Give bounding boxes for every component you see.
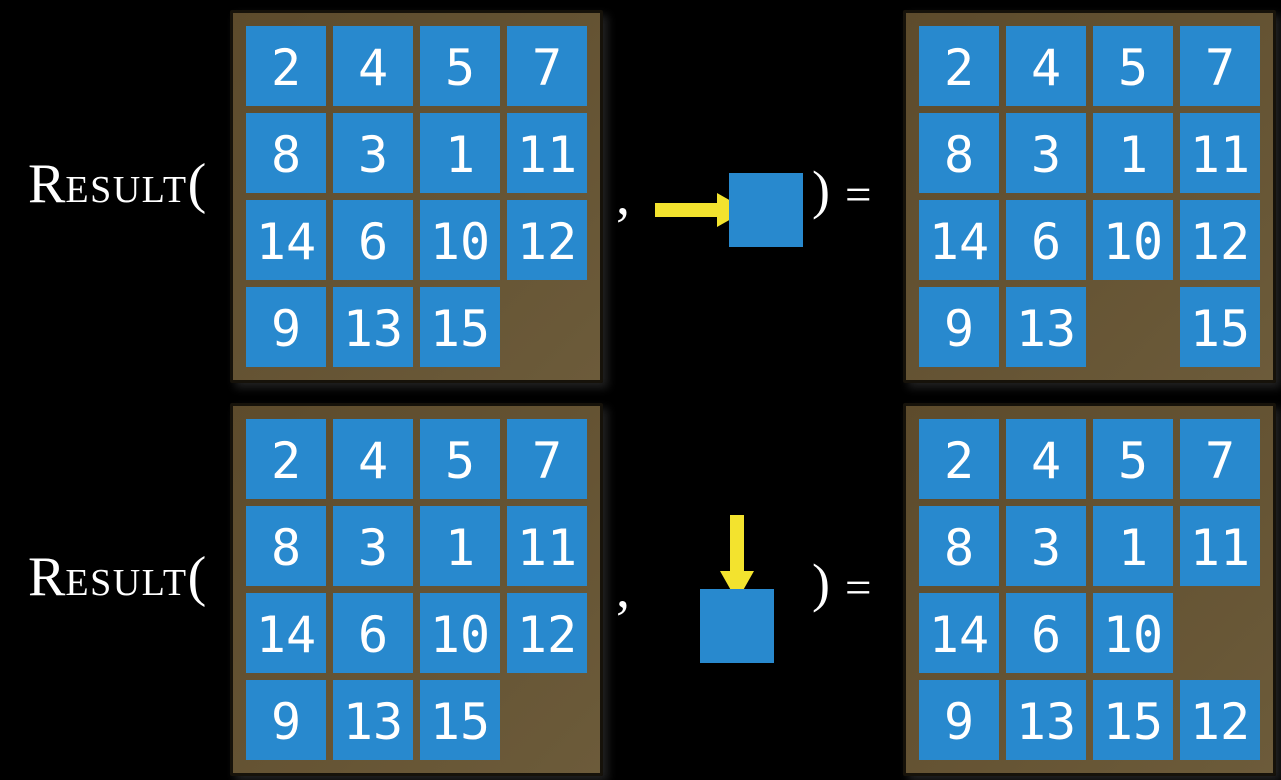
empty-cell xyxy=(507,287,587,367)
empty-cell xyxy=(507,680,587,760)
tile-14: 14 xyxy=(246,200,326,280)
action-move-down xyxy=(700,515,774,663)
result-function-label: RESULT( xyxy=(28,156,206,212)
tile-5: 5 xyxy=(1093,419,1173,499)
tile-1: 1 xyxy=(420,113,500,193)
tile-11: 11 xyxy=(1180,113,1260,193)
tile-11: 11 xyxy=(1180,506,1260,586)
tile-10: 10 xyxy=(420,593,500,673)
tile-13: 13 xyxy=(333,287,413,367)
comma-separator: , xyxy=(616,558,630,620)
tile-10: 10 xyxy=(1093,593,1173,673)
tile-13: 13 xyxy=(333,680,413,760)
tile-6: 6 xyxy=(1006,200,1086,280)
arrow-right-icon xyxy=(655,193,747,227)
tile-12: 12 xyxy=(1180,680,1260,760)
tile-1: 1 xyxy=(420,506,500,586)
arrow-down-icon xyxy=(720,515,754,601)
tile-7: 7 xyxy=(1180,419,1260,499)
tile-12: 12 xyxy=(507,200,587,280)
tile-15: 15 xyxy=(1180,287,1260,367)
tile-12: 12 xyxy=(1180,200,1260,280)
equals-sign: = xyxy=(845,562,872,614)
tile-9: 9 xyxy=(919,680,999,760)
tile-11: 11 xyxy=(507,113,587,193)
tile-8: 8 xyxy=(919,506,999,586)
tile-3: 3 xyxy=(333,506,413,586)
tile-1: 1 xyxy=(1093,113,1173,193)
open-paren: ( xyxy=(187,546,207,608)
close-paren: ) xyxy=(812,553,830,613)
tile-3: 3 xyxy=(333,113,413,193)
tile-4: 4 xyxy=(333,26,413,106)
comma-separator: , xyxy=(616,165,630,227)
label-rest: ESULT xyxy=(65,562,188,604)
tile-15: 15 xyxy=(420,287,500,367)
tile-10: 10 xyxy=(1093,200,1173,280)
label-initial: R xyxy=(28,153,66,215)
tile-2: 2 xyxy=(919,26,999,106)
tile-6: 6 xyxy=(333,200,413,280)
tile-15: 15 xyxy=(1093,680,1173,760)
action-move-right xyxy=(655,173,803,247)
tile-3: 3 xyxy=(1006,113,1086,193)
tile-7: 7 xyxy=(507,26,587,106)
label-initial: R xyxy=(28,546,66,608)
tile-2: 2 xyxy=(246,26,326,106)
tile-8: 8 xyxy=(246,506,326,586)
tile-14: 14 xyxy=(919,593,999,673)
tile-13: 13 xyxy=(1006,287,1086,367)
empty-cell xyxy=(1180,593,1260,673)
action-tile xyxy=(700,589,774,663)
tile-4: 4 xyxy=(333,419,413,499)
tile-2: 2 xyxy=(919,419,999,499)
tile-15: 15 xyxy=(420,680,500,760)
empty-cell xyxy=(1093,287,1173,367)
tile-3: 3 xyxy=(1006,506,1086,586)
tile-10: 10 xyxy=(420,200,500,280)
tile-12: 12 xyxy=(507,593,587,673)
tile-1: 1 xyxy=(1093,506,1173,586)
tile-7: 7 xyxy=(507,419,587,499)
tile-5: 5 xyxy=(420,26,500,106)
tile-7: 7 xyxy=(1180,26,1260,106)
action-tile xyxy=(729,173,803,247)
tile-5: 5 xyxy=(420,419,500,499)
tile-2: 2 xyxy=(246,419,326,499)
tile-5: 5 xyxy=(1093,26,1173,106)
result-function-label: RESULT( xyxy=(28,549,206,605)
tile-6: 6 xyxy=(333,593,413,673)
close-paren: ) xyxy=(812,160,830,220)
tile-14: 14 xyxy=(919,200,999,280)
tile-9: 9 xyxy=(246,680,326,760)
tile-9: 9 xyxy=(919,287,999,367)
open-paren: ( xyxy=(187,153,207,215)
tile-13: 13 xyxy=(1006,680,1086,760)
tile-8: 8 xyxy=(919,113,999,193)
equals-sign: = xyxy=(845,169,872,221)
tile-4: 4 xyxy=(1006,419,1086,499)
tile-4: 4 xyxy=(1006,26,1086,106)
tile-14: 14 xyxy=(246,593,326,673)
tile-9: 9 xyxy=(246,287,326,367)
label-rest: ESULT xyxy=(65,169,188,211)
tile-11: 11 xyxy=(507,506,587,586)
tile-8: 8 xyxy=(246,113,326,193)
tile-6: 6 xyxy=(1006,593,1086,673)
